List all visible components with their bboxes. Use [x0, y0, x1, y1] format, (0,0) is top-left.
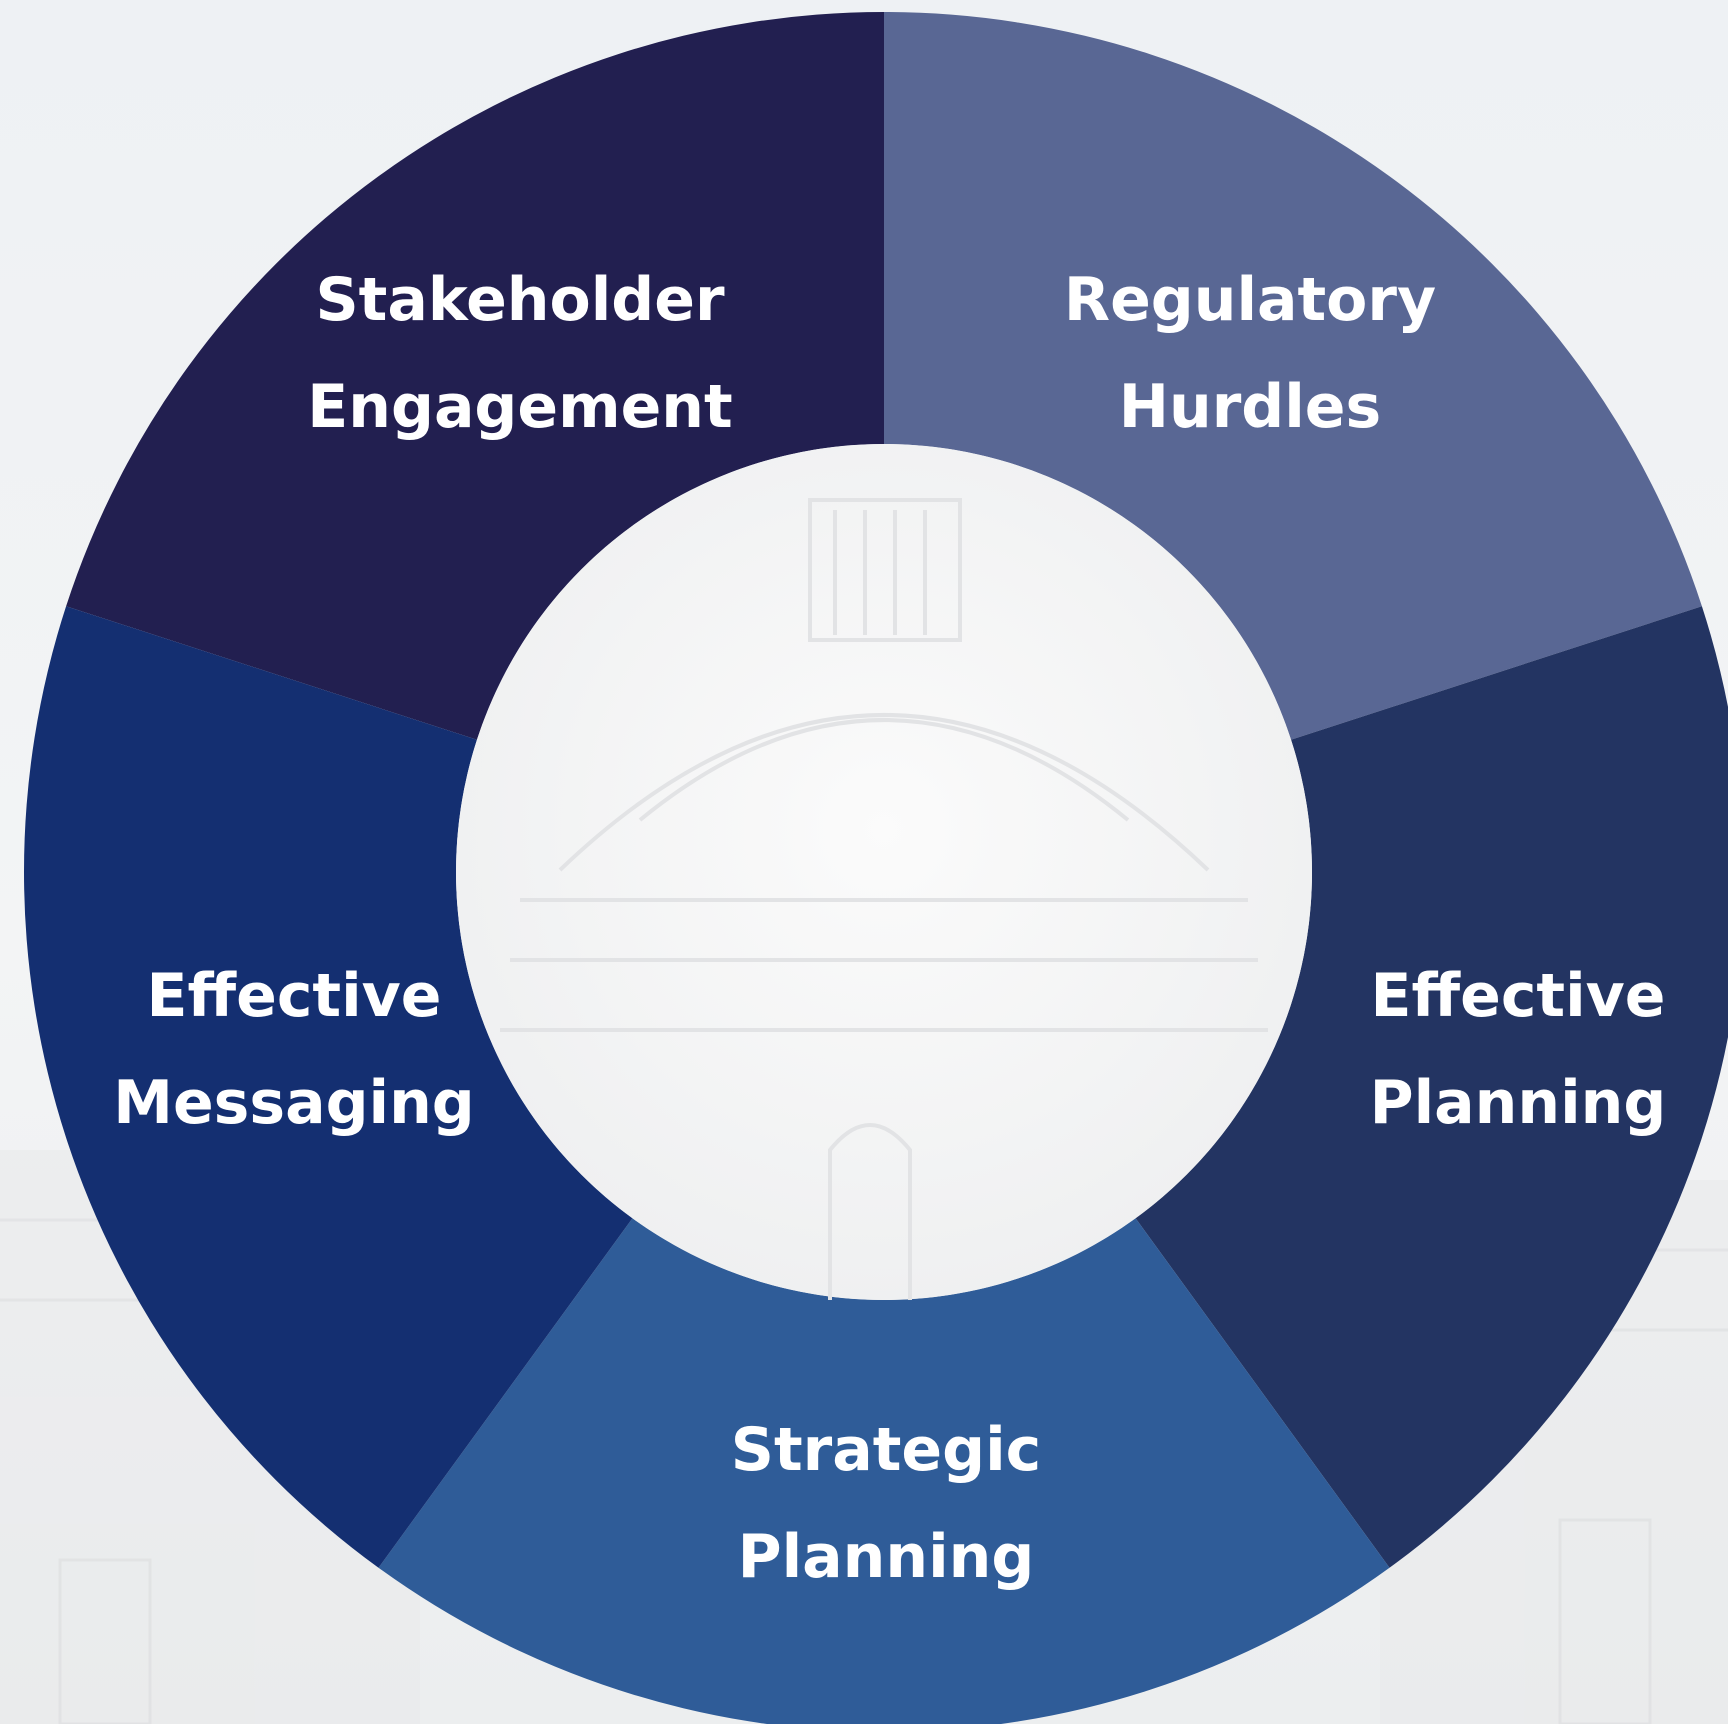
- label-strategic-planning-line-1: Strategic: [731, 1415, 1041, 1485]
- ring: [23, 12, 1728, 1724]
- segment-regulatory-hurdles: [884, 12, 1702, 740]
- label-strategic-planning-line-2: Planning: [738, 1522, 1035, 1592]
- segment-stakeholder-engagement: [66, 12, 885, 740]
- dome-illustration: [500, 498, 1268, 1300]
- label-regulatory-hurdles-line-2: Hurdles: [1119, 372, 1381, 442]
- segment-effective-messaging: [23, 606, 633, 1568]
- label-effective-messaging-line-2: Messaging: [113, 1068, 475, 1138]
- label-effective-messaging-line-1: Effective: [147, 961, 442, 1031]
- label-stakeholder-engagement-line-1: Stakeholder: [315, 265, 725, 335]
- segment-strategic-planning: [378, 1218, 1390, 1724]
- center-hole: [456, 444, 1312, 1300]
- label-stakeholder-engagement-line-2: Engagement: [307, 372, 732, 442]
- label-regulatory-hurdles-line-1: Regulatory: [1064, 265, 1436, 335]
- segment-effective-planning: [1135, 606, 1728, 1568]
- label-effective-planning-line-1: Effective: [1371, 961, 1666, 1031]
- label-effective-planning-line-2: Planning: [1370, 1068, 1667, 1138]
